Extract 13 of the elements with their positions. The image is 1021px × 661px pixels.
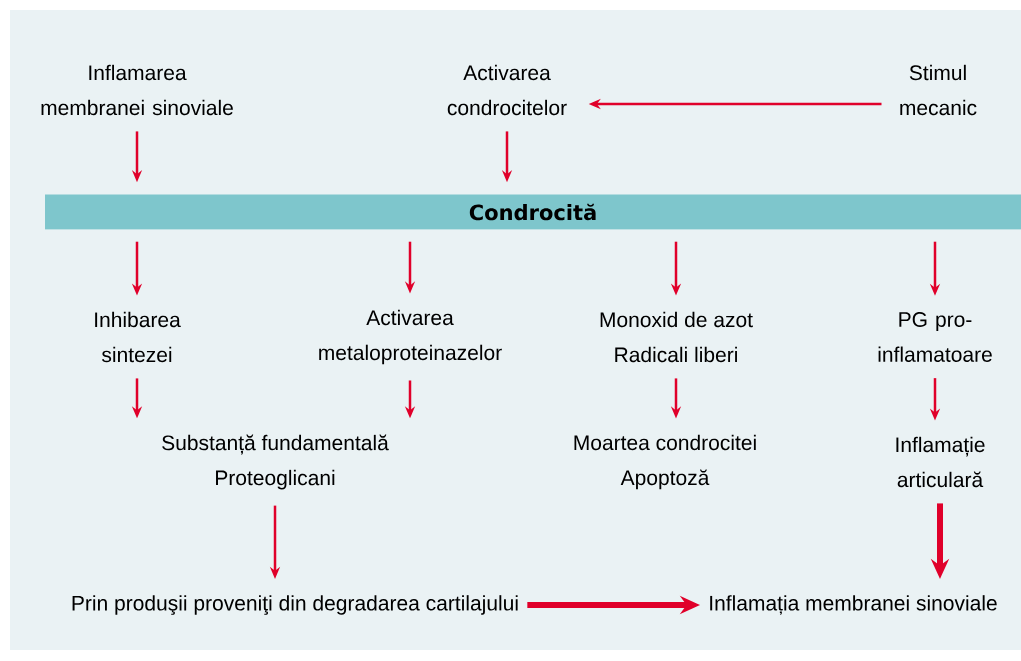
title-band: Condrocită	[45, 194, 1021, 230]
flow-text: Monoxid de azot Radicali liberi	[600, 311, 753, 363]
flow-text: Activarea condrocitelor	[447, 64, 567, 116]
flow-text: Inflamație articulară	[896, 436, 985, 488]
flow-text: Stimul mecanic	[900, 64, 977, 116]
flow-text: Inflamația membranei sinoviale	[710, 595, 997, 615]
flow-text: PG pro-inflamatoare	[878, 312, 992, 362]
flow-text: Prin produşii proveniţi din degradarea cartilajului	[72, 595, 518, 615]
flow-text: Moartea condrocitei Apoptoză	[574, 434, 756, 490]
flow-text: Activarea metaloproteinazelor	[319, 309, 502, 365]
flow-text: Inhibarea sintezei	[95, 311, 181, 363]
flow-text: Substanță fundamentală Proteoglicani	[162, 434, 389, 490]
flow-text: Inflamarea membranei sinoviale	[41, 64, 233, 116]
